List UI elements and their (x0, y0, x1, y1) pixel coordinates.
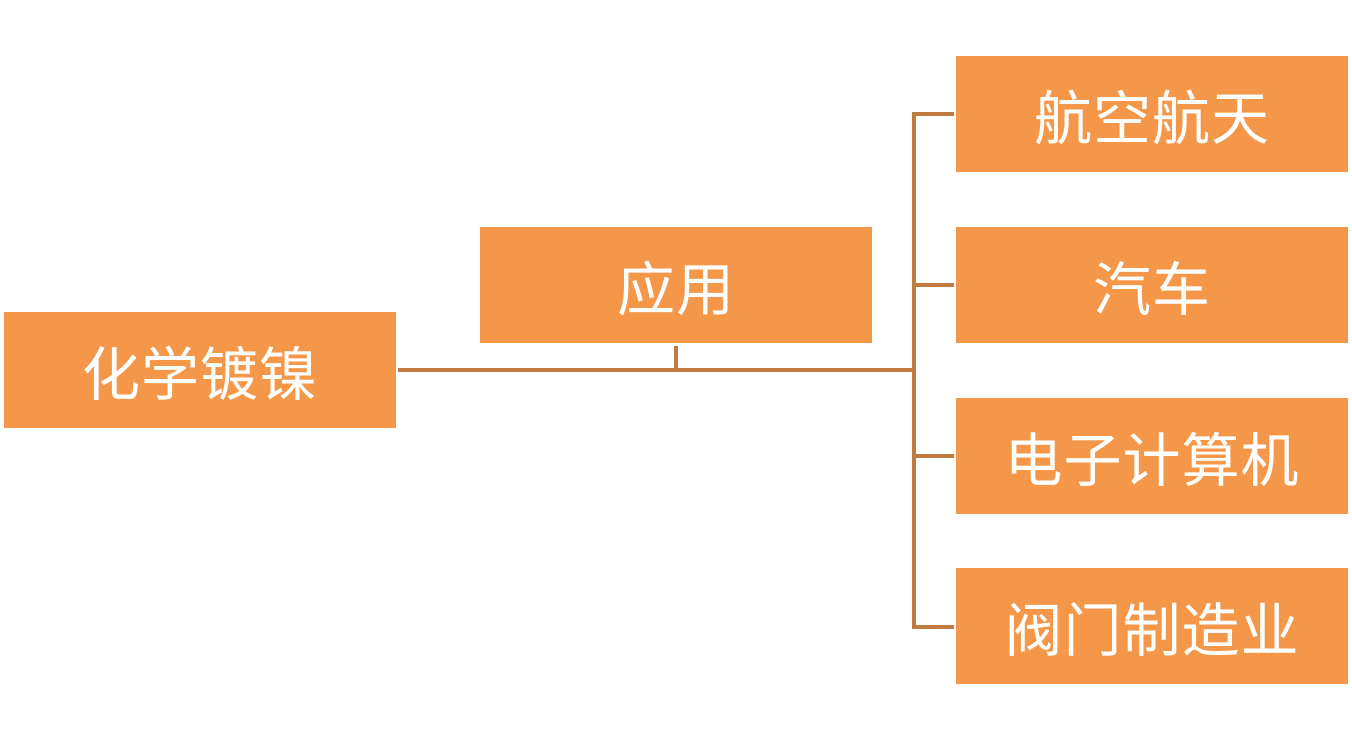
child-node-label: 电子计算机 (1004, 427, 1300, 495)
root-node: 化学镀镍 (4, 312, 396, 428)
child-node: 汽车 (956, 227, 1348, 343)
root-node-label: 化学镀镍 (81, 341, 318, 409)
child-node-label: 阀门制造业 (1004, 597, 1300, 665)
child-node: 航空航天 (956, 56, 1348, 172)
branch-node: 应用 (480, 227, 872, 343)
child-node: 电子计算机 (956, 398, 1348, 514)
child-node: 阀门制造业 (956, 568, 1348, 684)
child-node-label: 汽车 (1092, 256, 1211, 324)
child-node-label: 航空航天 (1033, 85, 1270, 153)
branch-node-label: 应用 (616, 256, 735, 324)
